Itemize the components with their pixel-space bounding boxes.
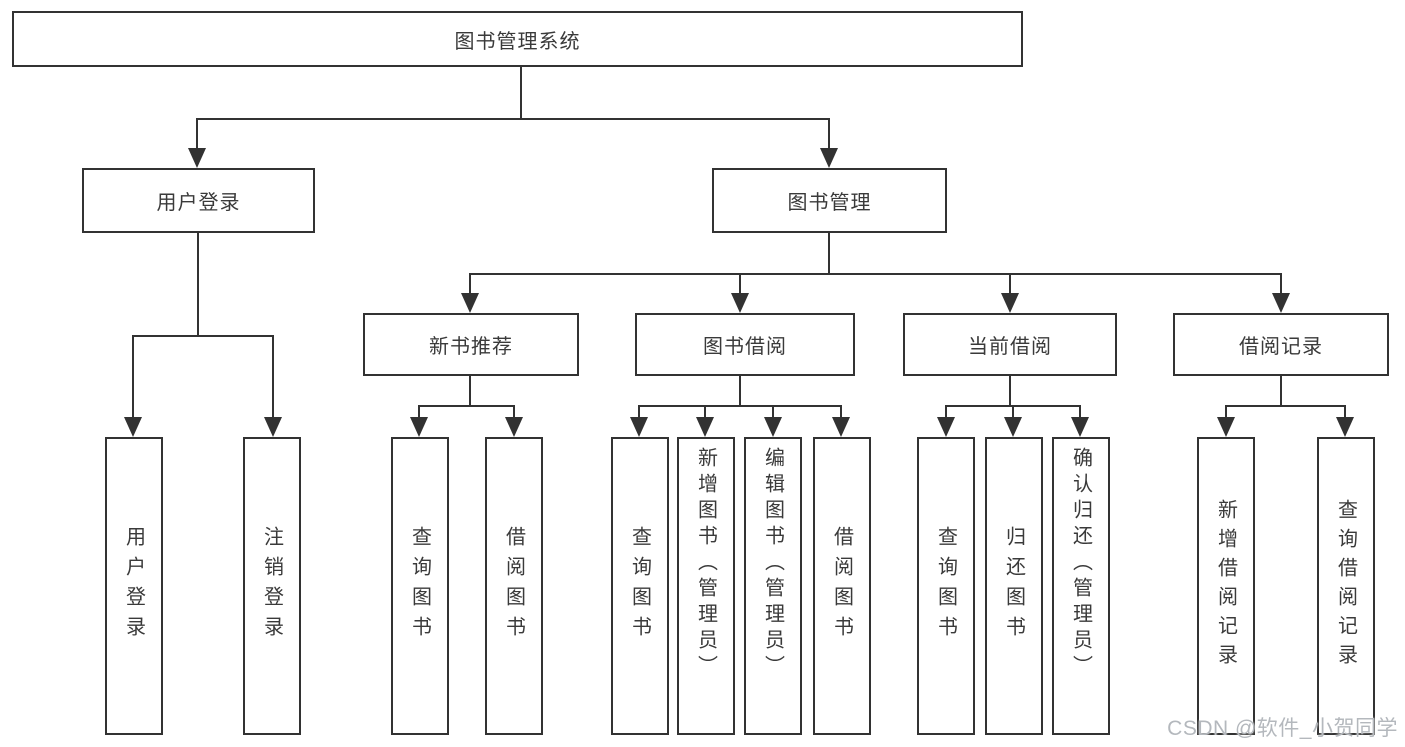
arrow-down-icon bbox=[1336, 417, 1354, 437]
leaf-add-books-admin: 新增图书（管理员） bbox=[677, 437, 735, 735]
leaf-label: 新增图书（管理员） bbox=[694, 447, 717, 681]
node-label: 图书管理系统 bbox=[454, 30, 581, 53]
arrow-down-icon bbox=[1071, 417, 1089, 437]
connector-line bbox=[1079, 405, 1081, 421]
leaf-borrow-books-recommend: 借阅图书 bbox=[485, 437, 543, 735]
connector-line bbox=[704, 405, 706, 421]
connector-line bbox=[1280, 273, 1282, 297]
connector-line bbox=[1344, 405, 1346, 421]
connector-line bbox=[828, 233, 830, 273]
leaf-label: 确认归还（管理员） bbox=[1069, 447, 1092, 681]
connector-line bbox=[772, 405, 774, 421]
connector-line bbox=[828, 118, 830, 152]
connector-line bbox=[638, 405, 640, 421]
connector-line bbox=[1225, 405, 1227, 421]
leaf-label: 编辑图书（管理员） bbox=[761, 447, 784, 681]
connector-line bbox=[418, 405, 420, 421]
arrow-down-icon bbox=[1001, 293, 1019, 313]
connector-line bbox=[132, 335, 274, 337]
leaf-query-books-borrow: 查询图书 bbox=[611, 437, 669, 735]
connector-line bbox=[840, 405, 842, 421]
arrow-down-icon bbox=[1004, 417, 1022, 437]
connector-line bbox=[945, 405, 947, 421]
leaf-label: 查询图书 bbox=[408, 526, 431, 646]
leaf-label: 注销登录 bbox=[260, 526, 283, 646]
leaf-label: 查询图书 bbox=[934, 526, 957, 646]
node-library-system: 图书管理系统 bbox=[12, 11, 1023, 67]
connector-line bbox=[739, 273, 741, 297]
connector-line bbox=[197, 233, 199, 335]
arrow-down-icon bbox=[1272, 293, 1290, 313]
node-new-book-recommend: 新书推荐 bbox=[363, 313, 579, 376]
leaf-label: 查询借阅记录 bbox=[1334, 499, 1357, 673]
node-label: 用户登录 bbox=[156, 192, 241, 214]
arrow-down-icon bbox=[124, 417, 142, 437]
arrow-down-icon bbox=[264, 417, 282, 437]
connector-line bbox=[513, 405, 515, 421]
leaf-logout: 注销登录 bbox=[243, 437, 301, 735]
leaf-label: 用户登录 bbox=[122, 526, 145, 646]
leaf-label: 归还图书 bbox=[1002, 526, 1025, 646]
node-label: 新书推荐 bbox=[429, 336, 513, 358]
connector-line bbox=[196, 118, 830, 120]
arrow-down-icon bbox=[505, 417, 523, 437]
node-current-borrow: 当前借阅 bbox=[903, 313, 1117, 376]
connector-line bbox=[1225, 405, 1346, 407]
leaf-return-books: 归还图书 bbox=[985, 437, 1043, 735]
leaf-label: 借阅图书 bbox=[502, 526, 525, 646]
connector-line bbox=[638, 405, 842, 407]
arrow-down-icon bbox=[461, 293, 479, 313]
connector-line bbox=[469, 273, 471, 297]
arrow-down-icon bbox=[832, 417, 850, 437]
arrow-down-icon bbox=[630, 417, 648, 437]
csdn-watermark: CSDN @软件_小贺同学 bbox=[1167, 717, 1398, 740]
connector-line bbox=[1280, 376, 1282, 407]
node-book-borrow: 图书借阅 bbox=[635, 313, 855, 376]
leaf-add-borrow-record: 新增借阅记录 bbox=[1197, 437, 1255, 735]
arrow-down-icon bbox=[731, 293, 749, 313]
node-label: 图书管理 bbox=[787, 192, 872, 214]
node-label: 图书借阅 bbox=[703, 336, 787, 358]
leaf-borrow-books: 借阅图书 bbox=[813, 437, 871, 735]
leaf-confirm-return-admin: 确认归还（管理员） bbox=[1052, 437, 1110, 735]
arrow-down-icon bbox=[188, 148, 206, 168]
leaf-label: 新增借阅记录 bbox=[1214, 499, 1237, 673]
arrow-down-icon bbox=[764, 417, 782, 437]
node-borrow-records: 借阅记录 bbox=[1173, 313, 1389, 376]
node-user-login: 用户登录 bbox=[82, 168, 315, 233]
connector-line bbox=[739, 376, 741, 407]
connector-line bbox=[196, 118, 198, 152]
arrow-down-icon bbox=[1217, 417, 1235, 437]
node-label: 借阅记录 bbox=[1239, 336, 1323, 358]
connector-line bbox=[469, 273, 1282, 275]
connector-line bbox=[1009, 273, 1011, 297]
leaf-query-books-recommend: 查询图书 bbox=[391, 437, 449, 735]
node-label: 当前借阅 bbox=[968, 336, 1052, 358]
connector-line bbox=[132, 335, 134, 421]
connector-line bbox=[1012, 405, 1014, 421]
arrow-down-icon bbox=[820, 148, 838, 168]
leaf-user-login: 用户登录 bbox=[105, 437, 163, 735]
leaf-query-borrow-record: 查询借阅记录 bbox=[1317, 437, 1375, 735]
connector-line bbox=[418, 405, 515, 407]
connector-line bbox=[520, 67, 522, 118]
connector-line bbox=[1009, 376, 1011, 407]
connector-line bbox=[272, 335, 274, 421]
arrow-down-icon bbox=[696, 417, 714, 437]
leaf-query-books-current: 查询图书 bbox=[917, 437, 975, 735]
arrow-down-icon bbox=[937, 417, 955, 437]
connector-line bbox=[469, 376, 471, 407]
leaf-label: 借阅图书 bbox=[830, 526, 853, 646]
node-book-management: 图书管理 bbox=[712, 168, 947, 233]
arrow-down-icon bbox=[410, 417, 428, 437]
leaf-label: 查询图书 bbox=[628, 526, 651, 646]
leaf-edit-books-admin: 编辑图书（管理员） bbox=[744, 437, 802, 735]
